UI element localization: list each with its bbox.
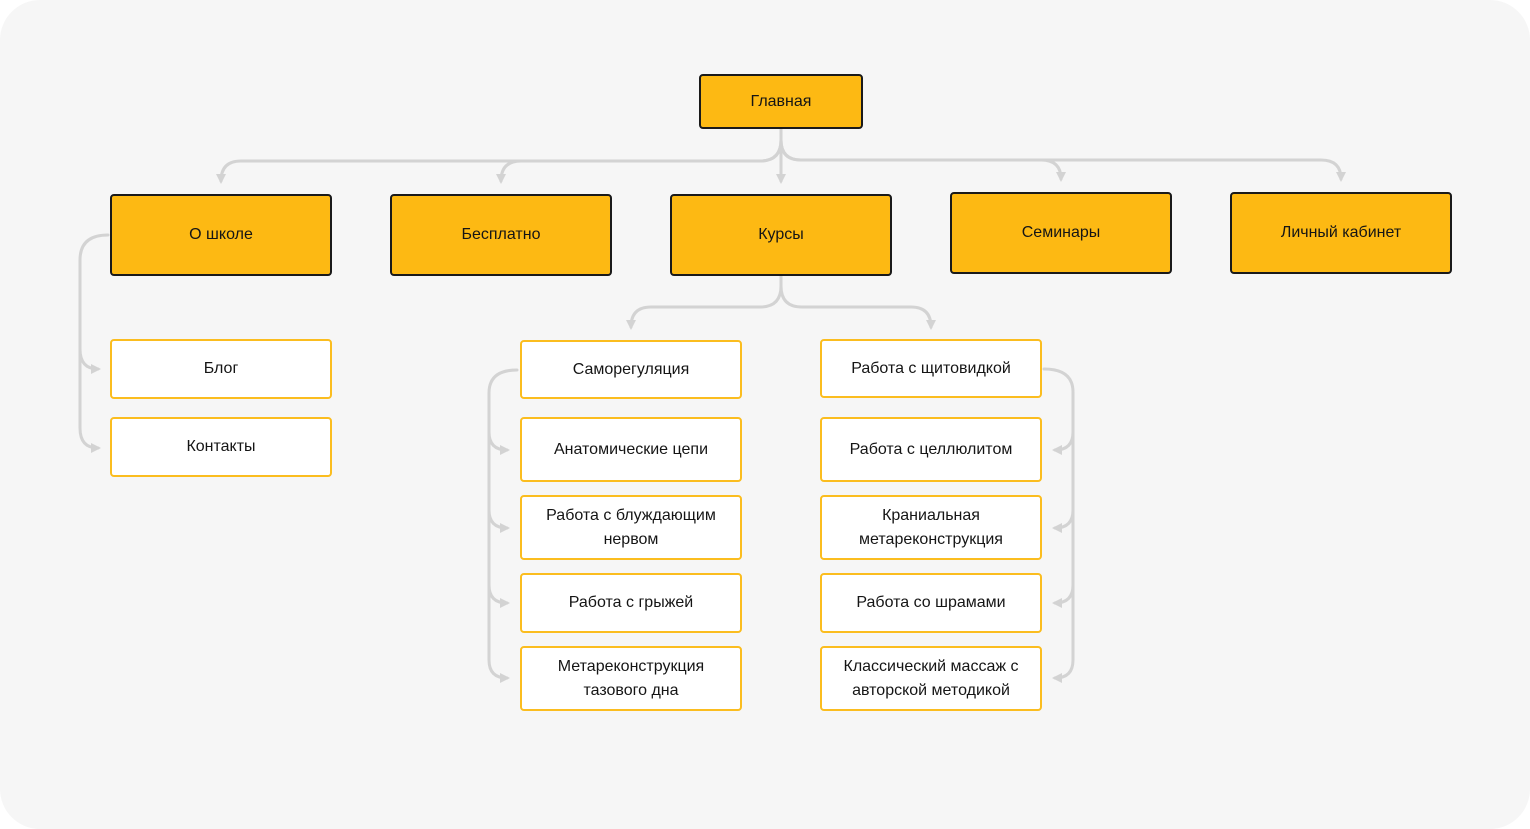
- node-blog: Блог: [110, 339, 332, 399]
- node-contacts: Контакты: [110, 417, 332, 477]
- edge-left-vagus: [487, 508, 510, 533]
- node-anatomic-chains: Анатомические цепи: [520, 417, 742, 482]
- edge-root-free: [496, 138, 783, 184]
- node-scars: Работа со шрамами: [820, 573, 1042, 633]
- edge-courses-right: [779, 284, 936, 330]
- node-hernia: Работа с грыжей: [520, 573, 742, 633]
- edge-left-anatomic: [487, 430, 510, 455]
- node-root: Главная: [699, 74, 863, 129]
- edge-right-cranial: [1052, 508, 1075, 533]
- edge-left-hernia: [487, 583, 510, 608]
- node-free: Бесплатно: [390, 194, 612, 276]
- node-pelvic-floor: Метареконструкция тазового дна: [520, 646, 742, 711]
- edge-about-contacts: [78, 347, 101, 453]
- node-cellulite: Работа с целлюлитом: [820, 417, 1042, 482]
- edge-right-cellulite: [1052, 430, 1075, 455]
- edge-right-chain: [1042, 367, 1075, 683]
- node-account: Личный кабинет: [1230, 192, 1452, 274]
- edge-left-chain: [487, 368, 519, 683]
- node-classic-massage: Классический массаж с авторской методико…: [820, 646, 1042, 711]
- node-cranial: Краниальная метареконструкция: [820, 495, 1042, 560]
- edge-root-account: [779, 138, 1346, 182]
- node-courses: Курсы: [670, 194, 892, 276]
- node-about: О школе: [110, 194, 332, 276]
- edge-about-blog: [78, 233, 110, 374]
- edge-courses-left: [626, 274, 783, 330]
- node-vagus-nerve: Работа с блуждающим нервом: [520, 495, 742, 560]
- node-seminars: Семинары: [950, 192, 1172, 274]
- node-thyroid: Работа с щитовидкой: [820, 339, 1042, 398]
- edge-right-scars: [1052, 583, 1075, 608]
- node-selfregulation: Саморегуляция: [520, 340, 742, 399]
